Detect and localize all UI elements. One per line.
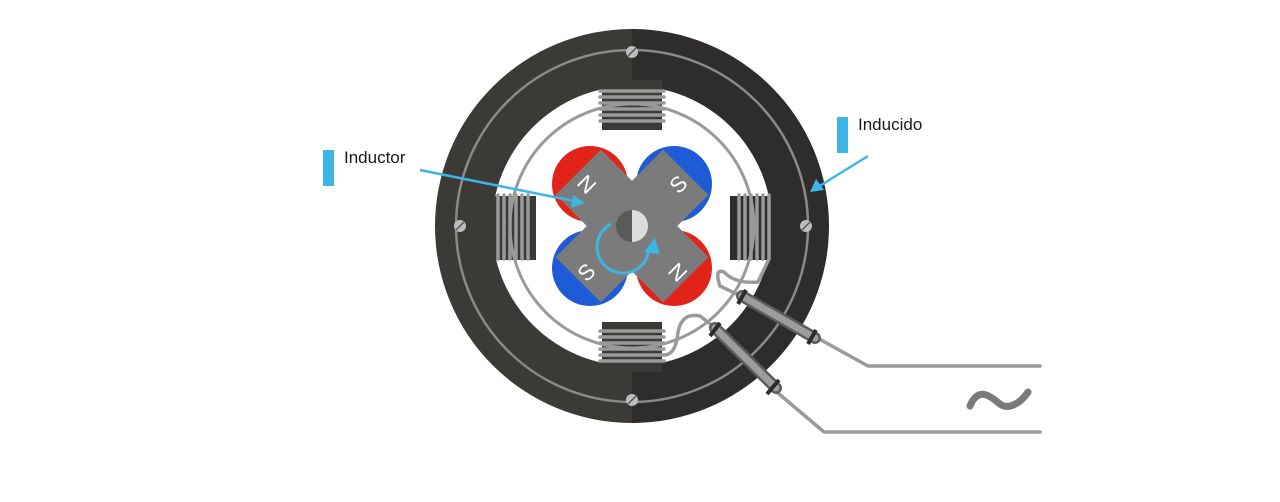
coil-left xyxy=(496,193,530,261)
inducido-accent-bar xyxy=(837,117,848,153)
inducido-pointer-arrow xyxy=(810,154,869,192)
inductor-accent-bar xyxy=(323,150,334,186)
coil-right xyxy=(737,193,771,261)
coil-bottom xyxy=(598,329,666,363)
inductor-pointer-arrow xyxy=(419,168,585,208)
inductor-label: Inductor xyxy=(344,148,406,167)
rotation-arrow-icon xyxy=(595,222,660,275)
alternating-current-icon xyxy=(966,388,1032,410)
coil-top xyxy=(598,89,666,123)
screw-icon xyxy=(626,394,638,406)
screw-icon xyxy=(454,220,466,232)
output-wires xyxy=(662,257,1042,434)
screw-icon xyxy=(626,46,638,58)
screw-icon xyxy=(800,220,812,232)
inducido-label: Inducido xyxy=(858,115,923,134)
terminal-connector-upper xyxy=(736,289,821,345)
rotor-shaft xyxy=(616,210,648,242)
terminal-connector-lower xyxy=(708,321,782,396)
